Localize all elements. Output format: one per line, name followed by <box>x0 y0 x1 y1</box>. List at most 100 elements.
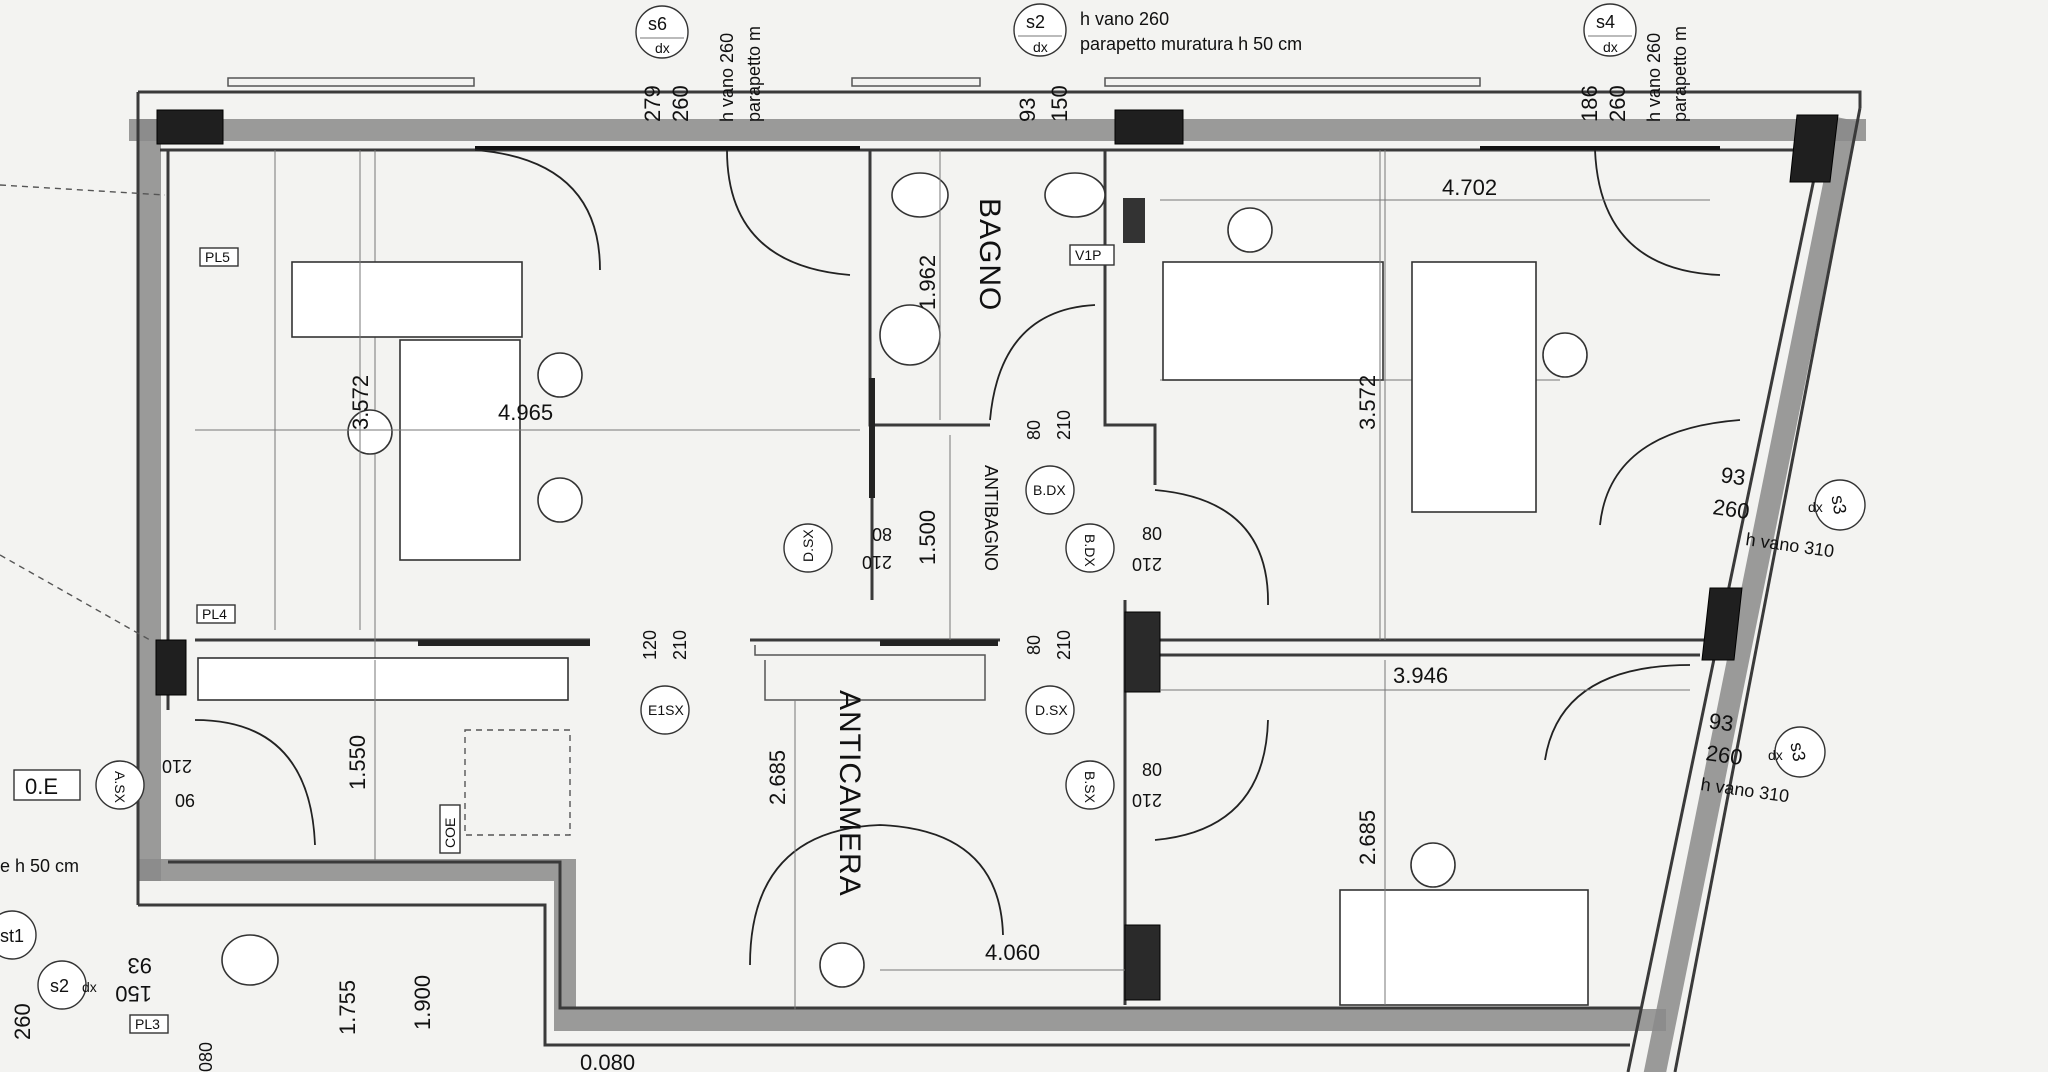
svg-text:e h 50 cm: e h 50 cm <box>0 856 79 876</box>
svg-text:s2: s2 <box>1026 12 1045 32</box>
svg-text:parapetto m: parapetto m <box>1670 26 1690 122</box>
window-tag-s2: s2 dx 93 150 h vano 260 parapetto muratu… <box>1013 3 1302 122</box>
dim-4060: 4.060 <box>985 940 1040 965</box>
chair <box>537 477 583 523</box>
pillar <box>1789 114 1839 183</box>
window-tag-s6: s6 dx 279 260 h vano 260 parapetto m <box>635 5 764 122</box>
toilet-bottom <box>221 934 279 986</box>
svg-text:parapetto m: parapetto m <box>744 26 764 122</box>
dim-1500: 1.500 <box>915 510 940 565</box>
chair <box>1227 207 1273 253</box>
door-tag-d-sx-left: D.SX 80 210 <box>783 523 892 573</box>
door-swing <box>1154 719 1269 841</box>
svg-text:80: 80 <box>872 524 892 544</box>
pillar <box>155 639 187 696</box>
chair <box>819 942 865 988</box>
chairs <box>347 207 1588 988</box>
svg-text:260: 260 <box>10 1003 35 1040</box>
svg-text:D.SX: D.SX <box>1035 702 1068 718</box>
tag-vip: V1P <box>1075 247 1101 263</box>
tag-pl5-box <box>199 247 239 267</box>
svg-text:150: 150 <box>115 981 152 1006</box>
tag-oe: 0.E <box>25 774 58 799</box>
svg-text:210: 210 <box>1132 790 1162 810</box>
svg-text:210: 210 <box>162 756 192 776</box>
window-frame <box>851 77 981 87</box>
svg-text:dx: dx <box>655 40 670 56</box>
svg-text:B.DX: B.DX <box>1082 534 1098 567</box>
outer-wall-right <box>1643 117 1858 1072</box>
dim-1962: 1.962 <box>915 255 940 310</box>
room-label-antibagno: ANTIBAGNO <box>981 465 1001 571</box>
door-swing-entry <box>194 719 316 846</box>
pillar-hatched <box>1124 611 1161 693</box>
chair <box>537 352 583 398</box>
svg-text:93: 93 <box>128 953 152 978</box>
dim-3572-right: 3.572 <box>1355 375 1380 430</box>
dim-0080: 0.080 <box>580 1050 635 1072</box>
sliding-door <box>418 640 590 646</box>
svg-text:dx: dx <box>1603 39 1618 55</box>
svg-text:80: 80 <box>1142 524 1162 544</box>
tag-pl3: PL3 <box>135 1016 160 1032</box>
svg-text:260: 260 <box>1605 85 1630 122</box>
room-label-bagno: BAGNO <box>973 198 1006 311</box>
pillar <box>1701 587 1743 661</box>
room-label-anticamera: ANTICAMERA <box>833 690 866 897</box>
svg-text:210: 210 <box>1054 630 1074 660</box>
desk <box>399 339 521 561</box>
svg-text:h vano 260: h vano 260 <box>1080 9 1169 29</box>
dim-4702: 4.702 <box>1442 175 1497 200</box>
door-tag-a-sx: A.SX 210 90 <box>95 756 195 810</box>
svg-text:B.DX: B.DX <box>1033 482 1066 498</box>
svg-text:93: 93 <box>1707 708 1735 736</box>
door-tag-b-sx: B.SX 80 210 <box>1065 760 1162 810</box>
svg-text:h vano 260: h vano 260 <box>717 33 737 122</box>
svg-text:210: 210 <box>1132 554 1162 574</box>
desk <box>1162 261 1384 381</box>
wall-outline-top <box>138 90 1862 108</box>
dim-3572-left: 3.572 <box>348 375 373 430</box>
desk <box>1411 261 1537 513</box>
sliding-door <box>880 640 998 646</box>
tag-vip-box <box>1069 244 1115 266</box>
dim-4965: 4.965 <box>498 400 553 425</box>
dashed-area <box>464 729 571 836</box>
wall-outline-right <box>1673 107 1862 1072</box>
svg-text:B.SX: B.SX <box>1082 771 1098 804</box>
svg-text:260: 260 <box>1704 740 1744 770</box>
svg-text:260: 260 <box>668 85 693 122</box>
door-swing-window <box>1594 149 1721 276</box>
svg-text:90: 90 <box>175 790 195 810</box>
dim-2685-right: 2.685 <box>1355 810 1380 865</box>
dashed-line <box>0 554 151 641</box>
svg-text:120: 120 <box>640 630 660 660</box>
window-frame <box>1104 77 1481 87</box>
desk <box>291 261 523 338</box>
svg-text:dx: dx <box>82 979 97 995</box>
sliding-door <box>869 378 875 498</box>
svg-text:80: 80 <box>1142 760 1162 780</box>
partition-bagno-right <box>1103 150 1157 485</box>
dim-1550: 1.550 <box>345 735 370 790</box>
toilet-vip <box>1044 172 1106 218</box>
window-tag-s2-bottom: s2 dx 93 150 e h 50 cm <box>0 856 152 1010</box>
window-frame <box>227 77 475 87</box>
window-tag-st1: st1 260 <box>0 910 37 1040</box>
svg-text:210: 210 <box>862 552 892 572</box>
door-swing-window <box>726 149 851 276</box>
wall-outline-bottom <box>168 860 1640 1010</box>
svg-text:80: 80 <box>1024 420 1044 440</box>
tag-coe-box <box>439 804 461 854</box>
dimension-lines <box>200 150 1710 1010</box>
inner-wall-bottom <box>139 859 1666 1031</box>
pillar-hatched <box>1124 924 1161 1001</box>
door-tag-d-sx: D.SX 80 210 <box>1024 630 1075 735</box>
svg-text:210: 210 <box>670 630 690 660</box>
door-swing-window <box>474 149 601 271</box>
toilet <box>891 172 949 218</box>
sink <box>879 304 941 366</box>
svg-text:s3: s3 <box>1786 741 1809 763</box>
anticamera-curve <box>749 824 1004 966</box>
